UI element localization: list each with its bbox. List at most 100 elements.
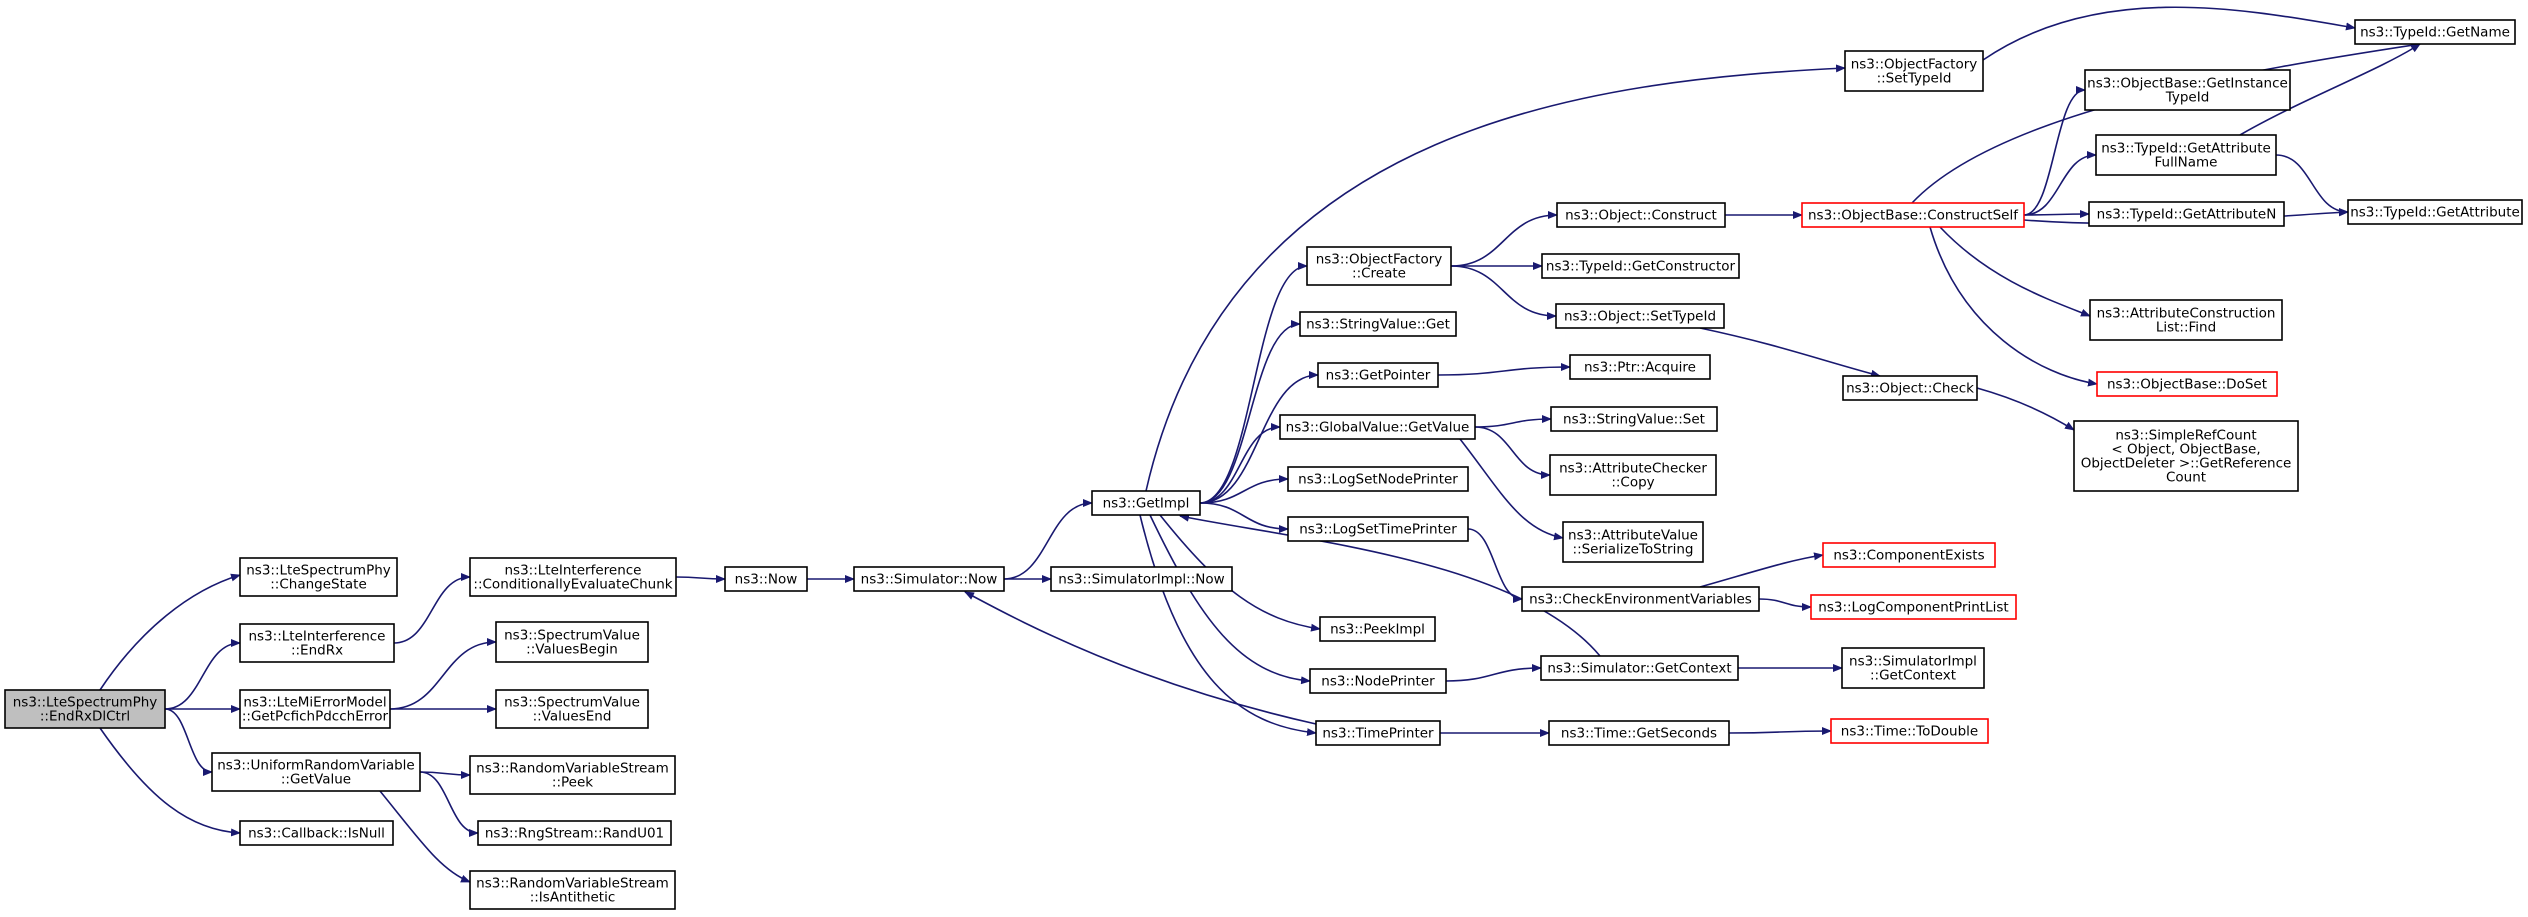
function-node-box[interactable] (853, 566, 1005, 592)
function-node-ob-constructself[interactable]: ns3::ObjectBase::ConstructSelf (1801, 202, 2025, 228)
function-node-box[interactable] (1091, 490, 1201, 516)
function-node-condeval[interactable]: ns3::LteInterference::ConditionallyEvalu… (469, 557, 677, 597)
function-node-tid-getattribute[interactable]: ns3::TypeId::GetAttribute (2347, 199, 2523, 225)
function-node-now[interactable]: ns3::Now (724, 566, 808, 592)
function-node-simimpl-getcontext[interactable]: ns3::SimulatorImpl::GetContext (1841, 647, 1985, 689)
function-node-componentexists[interactable]: ns3::ComponentExists (1822, 542, 1996, 568)
function-node-box[interactable] (1830, 718, 1989, 744)
function-node-logsetnodeprinter[interactable]: ns3::LogSetNodePrinter (1287, 466, 1469, 492)
function-node-rvs-peek[interactable]: ns3::RandomVariableStream::Peek (469, 755, 676, 795)
function-node-ac-copy[interactable]: ns3::AttributeChecker::Copy (1549, 454, 1717, 496)
function-node-box[interactable] (2088, 201, 2285, 227)
function-node-box[interactable] (1319, 616, 1436, 642)
function-node-box[interactable] (2095, 134, 2277, 176)
function-node-isantithetic[interactable]: ns3::RandomVariableStream::IsAntithetic (469, 870, 676, 910)
function-node-box[interactable] (239, 623, 395, 663)
function-node-box[interactable] (1279, 414, 1476, 440)
function-node-cb-isnull[interactable]: ns3::Callback::IsNull (239, 820, 394, 846)
function-node-tid-getconstructor[interactable]: ns3::TypeId::GetConstructor (1541, 253, 1740, 279)
function-node-box[interactable] (1841, 647, 1985, 689)
function-node-root[interactable]: ns3::LteSpectrumPhy::EndRxDlCtrl (4, 689, 166, 729)
function-node-ob-doset[interactable]: ns3::ObjectBase::DoSet (2096, 371, 2278, 397)
function-node-sv-set[interactable]: ns3::StringValue::Set (1550, 406, 1718, 432)
function-node-box[interactable] (1549, 454, 1717, 496)
function-node-box[interactable] (1050, 566, 1233, 592)
function-node-tid-getname[interactable]: ns3::TypeId::GetName (2354, 19, 2516, 45)
function-node-time-getseconds[interactable]: ns3::Time::GetSeconds (1548, 720, 1730, 746)
function-node-box[interactable] (2347, 199, 2523, 225)
function-node-time-todouble[interactable]: ns3::Time::ToDouble (1830, 718, 1989, 744)
function-node-box[interactable] (2354, 19, 2516, 45)
function-node-box[interactable] (1550, 406, 1718, 432)
function-node-timeprinter[interactable]: ns3::TimePrinter (1315, 720, 1441, 746)
function-node-box[interactable] (211, 752, 421, 792)
function-node-randu01[interactable]: ns3::RngStream::RandU01 (477, 820, 672, 846)
function-node-box[interactable] (1822, 542, 1996, 568)
function-node-valuesend[interactable]: ns3::SpectrumValue::ValuesEnd (495, 689, 649, 729)
function-node-av-serialize[interactable]: ns3::AttributeValue::SerializeToString (1562, 521, 1704, 563)
function-node-box[interactable] (239, 820, 394, 846)
function-node-box[interactable] (1548, 720, 1730, 746)
function-node-getpcfich[interactable]: ns3::LteMiErrorModel::GetPcfichPdcchErro… (239, 689, 391, 729)
function-node-box[interactable] (1540, 655, 1739, 681)
function-node-box[interactable] (1555, 303, 1725, 329)
function-node-box[interactable] (495, 689, 649, 729)
function-node-box[interactable] (239, 689, 391, 729)
function-node-box[interactable] (1801, 202, 2025, 228)
function-node-box[interactable] (1556, 202, 1726, 228)
function-node-getimpl[interactable]: ns3::GetImpl (1091, 490, 1201, 516)
function-node-obj-settypeid[interactable]: ns3::Object::SetTypeId (1555, 303, 1725, 329)
function-node-box[interactable] (469, 755, 676, 795)
function-node-box[interactable] (1309, 668, 1447, 694)
function-node-box[interactable] (1842, 375, 1978, 401)
function-node-getpointer[interactable]: ns3::GetPointer (1317, 362, 1439, 388)
function-node-of-settypeid[interactable]: ns3::ObjectFactory::SetTypeId (1844, 50, 1984, 92)
function-node-box[interactable] (1562, 521, 1704, 563)
function-node-logsettimeprinter[interactable]: ns3::LogSetTimePrinter (1287, 516, 1469, 542)
function-node-box[interactable] (1569, 354, 1711, 380)
function-node-box[interactable] (1541, 253, 1740, 279)
function-node-box[interactable] (1299, 311, 1457, 337)
function-node-valuesbegin[interactable]: ns3::SpectrumValue::ValuesBegin (495, 621, 649, 663)
function-node-gv-getvalue[interactable]: ns3::GlobalValue::GetValue (1279, 414, 1476, 440)
function-node-obj-check[interactable]: ns3::Object::Check (1842, 375, 1978, 401)
function-node-checkenv[interactable]: ns3::CheckEnvironmentVariables (1521, 586, 1760, 612)
function-node-endrx[interactable]: ns3::LteInterference::EndRx (239, 623, 395, 663)
function-node-box[interactable] (469, 870, 676, 910)
function-node-box[interactable] (2084, 69, 2291, 111)
function-node-box[interactable] (1287, 516, 1469, 542)
function-node-box[interactable] (4, 689, 166, 729)
function-node-simplerefcount[interactable]: ns3::SimpleRefCount< Object, ObjectBase,… (2073, 420, 2299, 492)
function-node-box[interactable] (1844, 50, 1984, 92)
function-node-box[interactable] (1315, 720, 1441, 746)
function-node-tid-getattributen[interactable]: ns3::TypeId::GetAttributeN (2088, 201, 2285, 227)
function-node-box[interactable] (1521, 586, 1760, 612)
function-node-box[interactable] (1810, 594, 2017, 620)
function-node-peekimpl[interactable]: ns3::PeekImpl (1319, 616, 1436, 642)
function-node-urv-getvalue[interactable]: ns3::UniformRandomVariable::GetValue (211, 752, 421, 792)
function-node-changestate[interactable]: ns3::LteSpectrumPhy::ChangeState (239, 557, 398, 597)
function-node-box[interactable] (495, 621, 649, 663)
function-node-obj-construct[interactable]: ns3::Object::Construct (1556, 202, 1726, 228)
function-node-logcomponentprintlist[interactable]: ns3::LogComponentPrintList (1810, 594, 2017, 620)
function-node-box[interactable] (1306, 246, 1452, 286)
function-node-box[interactable] (469, 557, 677, 597)
function-node-box[interactable] (2096, 371, 2278, 397)
function-node-ptr-acquire[interactable]: ns3::Ptr::Acquire (1569, 354, 1711, 380)
function-node-sim-now[interactable]: ns3::Simulator::Now (853, 566, 1005, 592)
function-node-sv-get[interactable]: ns3::StringValue::Get (1299, 311, 1457, 337)
function-node-box[interactable] (2089, 299, 2283, 341)
function-node-of-create[interactable]: ns3::ObjectFactory::Create (1306, 246, 1452, 286)
function-node-box[interactable] (239, 557, 398, 597)
function-node-simimpl-now[interactable]: ns3::SimulatorImpl::Now (1050, 566, 1233, 592)
function-node-box[interactable] (477, 820, 672, 846)
function-node-box[interactable] (1287, 466, 1469, 492)
function-node-nodeprinter[interactable]: ns3::NodePrinter (1309, 668, 1447, 694)
function-node-box[interactable] (2073, 420, 2299, 492)
function-node-box[interactable] (724, 566, 808, 592)
function-node-box[interactable] (1317, 362, 1439, 388)
function-node-sim-getcontext[interactable]: ns3::Simulator::GetContext (1540, 655, 1739, 681)
